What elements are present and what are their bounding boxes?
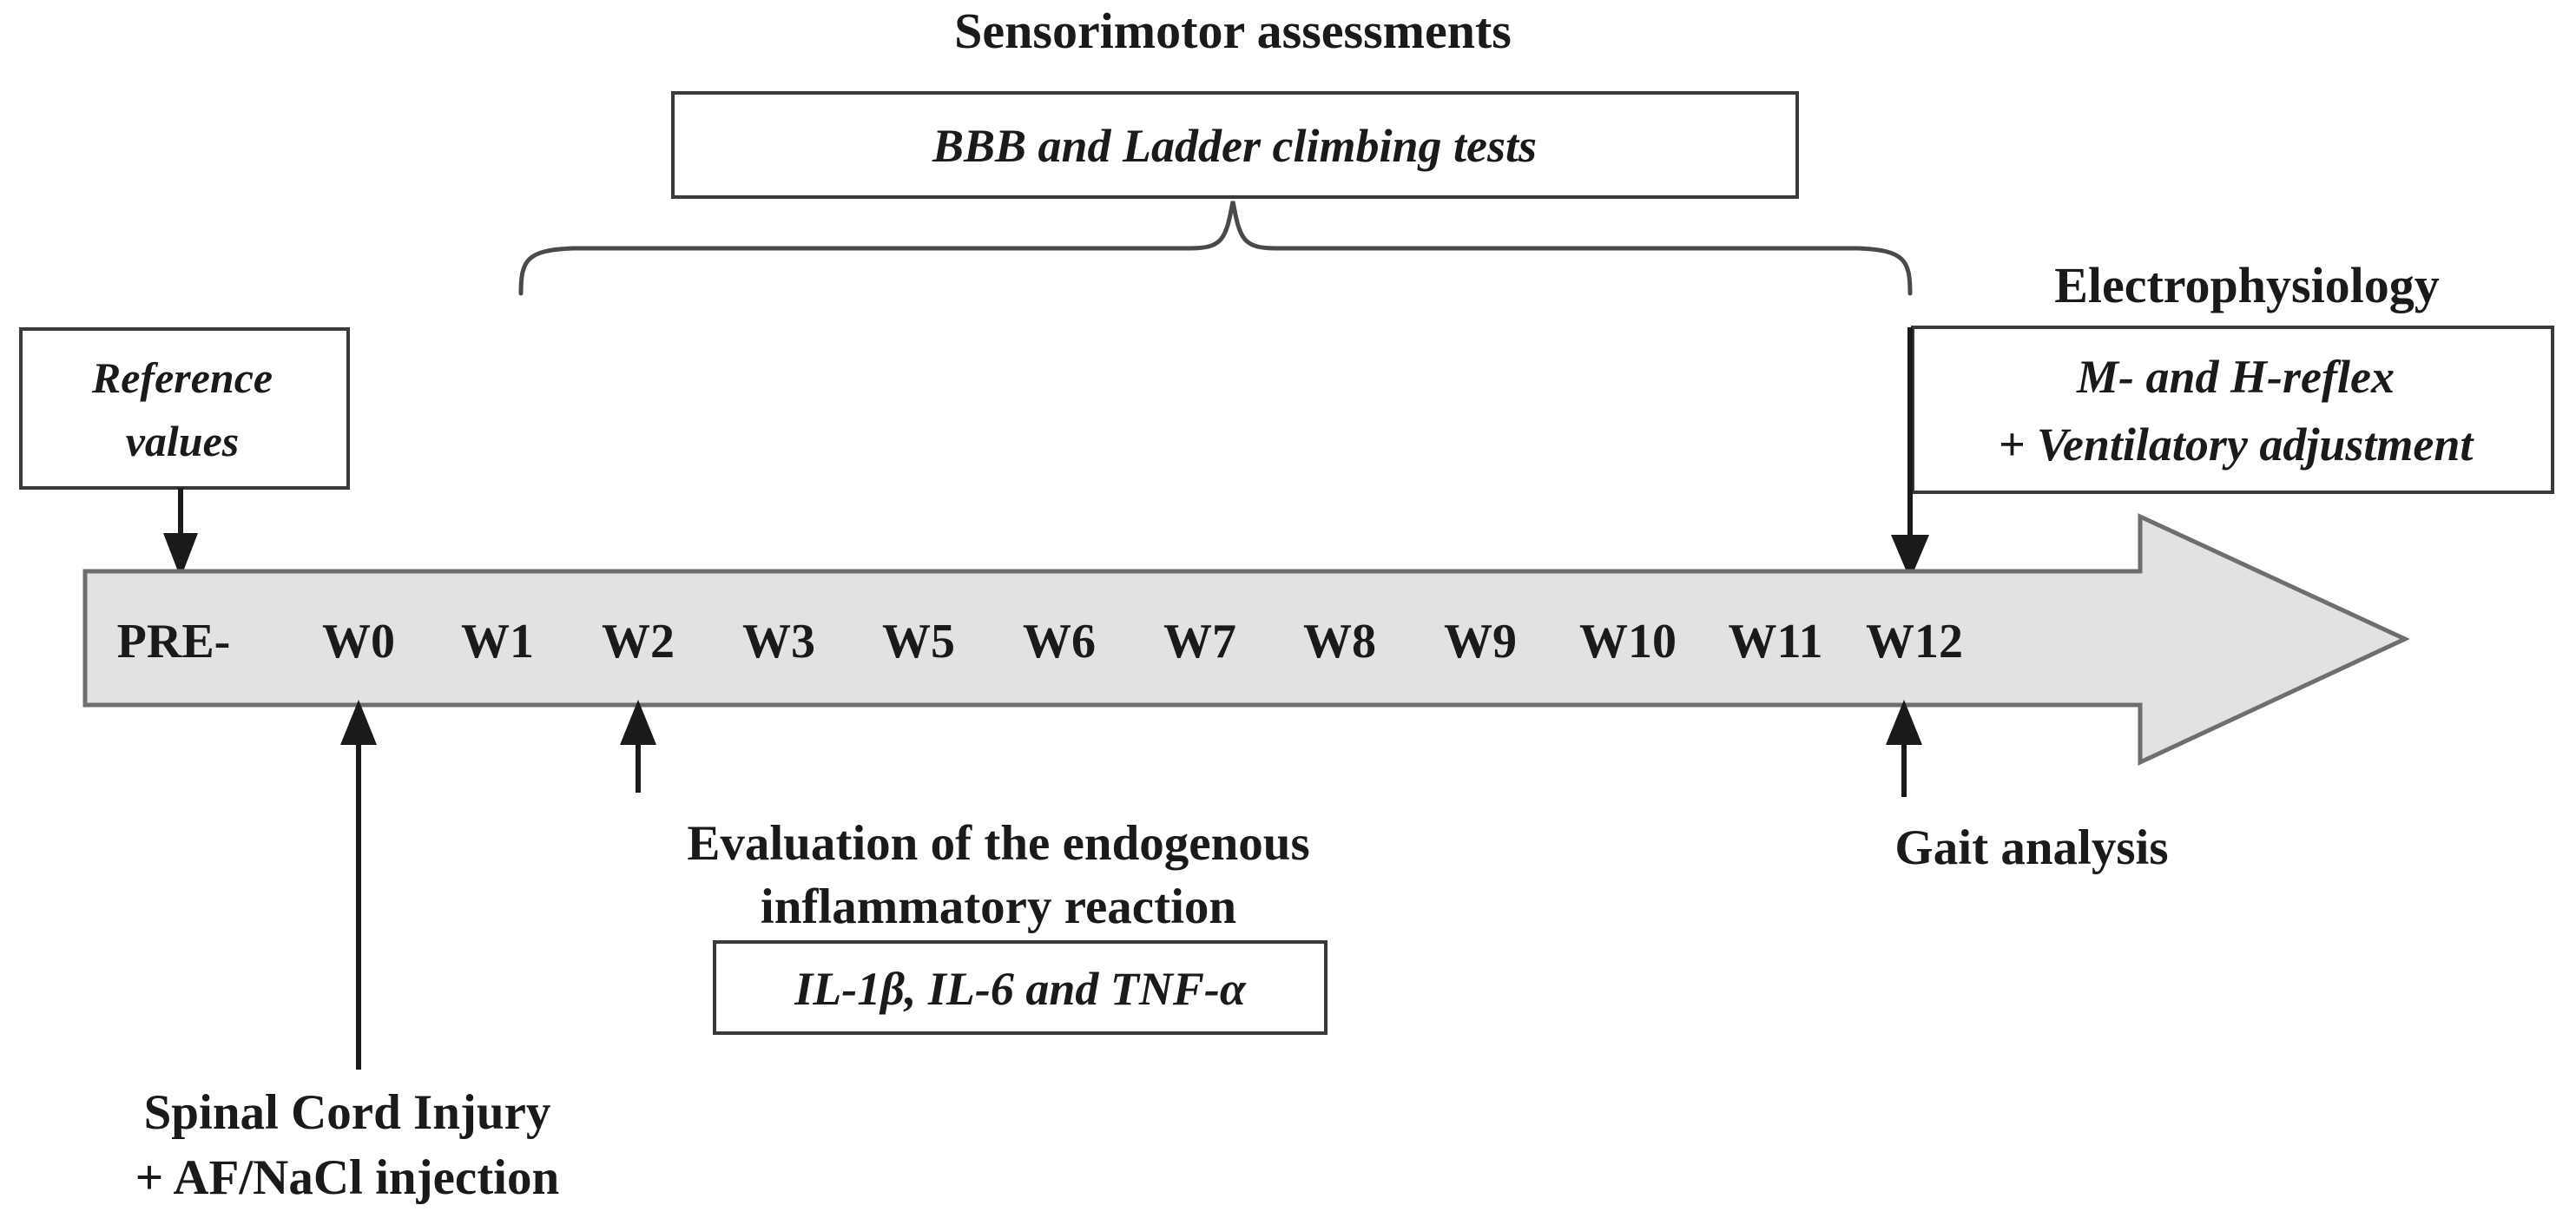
electrophysiology-line2: + Ventilatory adjustment — [1999, 418, 2475, 471]
sensorimotor-heading: Sensorimotor assessments — [954, 3, 1512, 59]
reference-pointer-head — [163, 533, 198, 578]
timeline-tick-w1: W1 — [461, 615, 534, 668]
bbb-box-rect — [671, 91, 1799, 199]
bbb-ladder-box: BBB and Ladder climbing tests — [671, 91, 1799, 199]
electrophysiology-heading: Electrophysiology — [2054, 257, 2440, 313]
electrophysiology-box-rect — [1911, 326, 2554, 494]
injury-pointer-head — [340, 700, 377, 745]
timeline-tick-w6: W6 — [1023, 615, 1096, 668]
bbb-box-label: BBB and Ladder climbing tests — [932, 120, 1537, 172]
timeline-band: PRE- W0 W1 W2 W3 W5 W6 W7 W8 W9 W10 W11 … — [82, 513, 2410, 766]
electrophysiology-box: M- and H-reflex + Ventilatory adjustment — [1911, 326, 2554, 494]
reference-box-line2: values — [126, 417, 240, 465]
electrophysiology-line1: M- and H-reflex — [2076, 351, 2395, 403]
injury-label-line1: Spinal Cord Injury — [144, 1085, 551, 1140]
sensorimotor-brace — [518, 201, 1913, 296]
inflammation-pointer-arrow — [620, 700, 656, 793]
gait-pointer-arrow — [1886, 700, 1922, 797]
inflammation-pointer-head — [620, 700, 656, 745]
reference-pointer-arrow — [163, 488, 198, 578]
reference-box-rect — [19, 327, 350, 490]
timeline-arrow-shape — [82, 513, 2410, 766]
gait-label: Gait analysis — [1894, 820, 2168, 875]
timeline-tick-w5: W5 — [882, 615, 955, 668]
timeline-tick-w11: W11 — [1729, 615, 1823, 668]
timeline-tick-pre: PRE- — [117, 615, 231, 668]
inflammation-label-line2: inflammatory reaction — [761, 879, 1236, 934]
timeline-tick-w3: W3 — [742, 615, 815, 668]
timeline-tick-w0: W0 — [322, 615, 395, 668]
injury-label-line2: + AF/NaCl injection — [135, 1150, 559, 1205]
inflammation-label-line1: Evaluation of the endogenous — [687, 816, 1309, 871]
electrophysiology-pointer-head — [1891, 535, 1929, 580]
timeline-tick-w12: W12 — [1866, 615, 1963, 668]
timeline-tick-w2: W2 — [602, 615, 675, 668]
reference-values-box: Reference values — [19, 327, 350, 490]
timeline-tick-w9: W9 — [1444, 615, 1517, 668]
timeline-tick-w10: W10 — [1579, 615, 1677, 668]
electrophysiology-pointer-arrow — [1891, 327, 1929, 580]
reference-box-line1: Reference — [91, 353, 273, 402]
injury-pointer-arrow — [340, 700, 377, 1070]
gait-pointer-head — [1886, 700, 1922, 745]
cytokine-box: IL-1β, IL-6 and TNF-α — [713, 940, 1328, 1035]
cytokine-box-rect — [713, 940, 1328, 1035]
cytokine-box-label: IL-1β, IL-6 and TNF-α — [794, 963, 1247, 1015]
timeline-tick-w7: W7 — [1163, 615, 1236, 668]
timeline-tick-w8: W8 — [1303, 615, 1376, 668]
